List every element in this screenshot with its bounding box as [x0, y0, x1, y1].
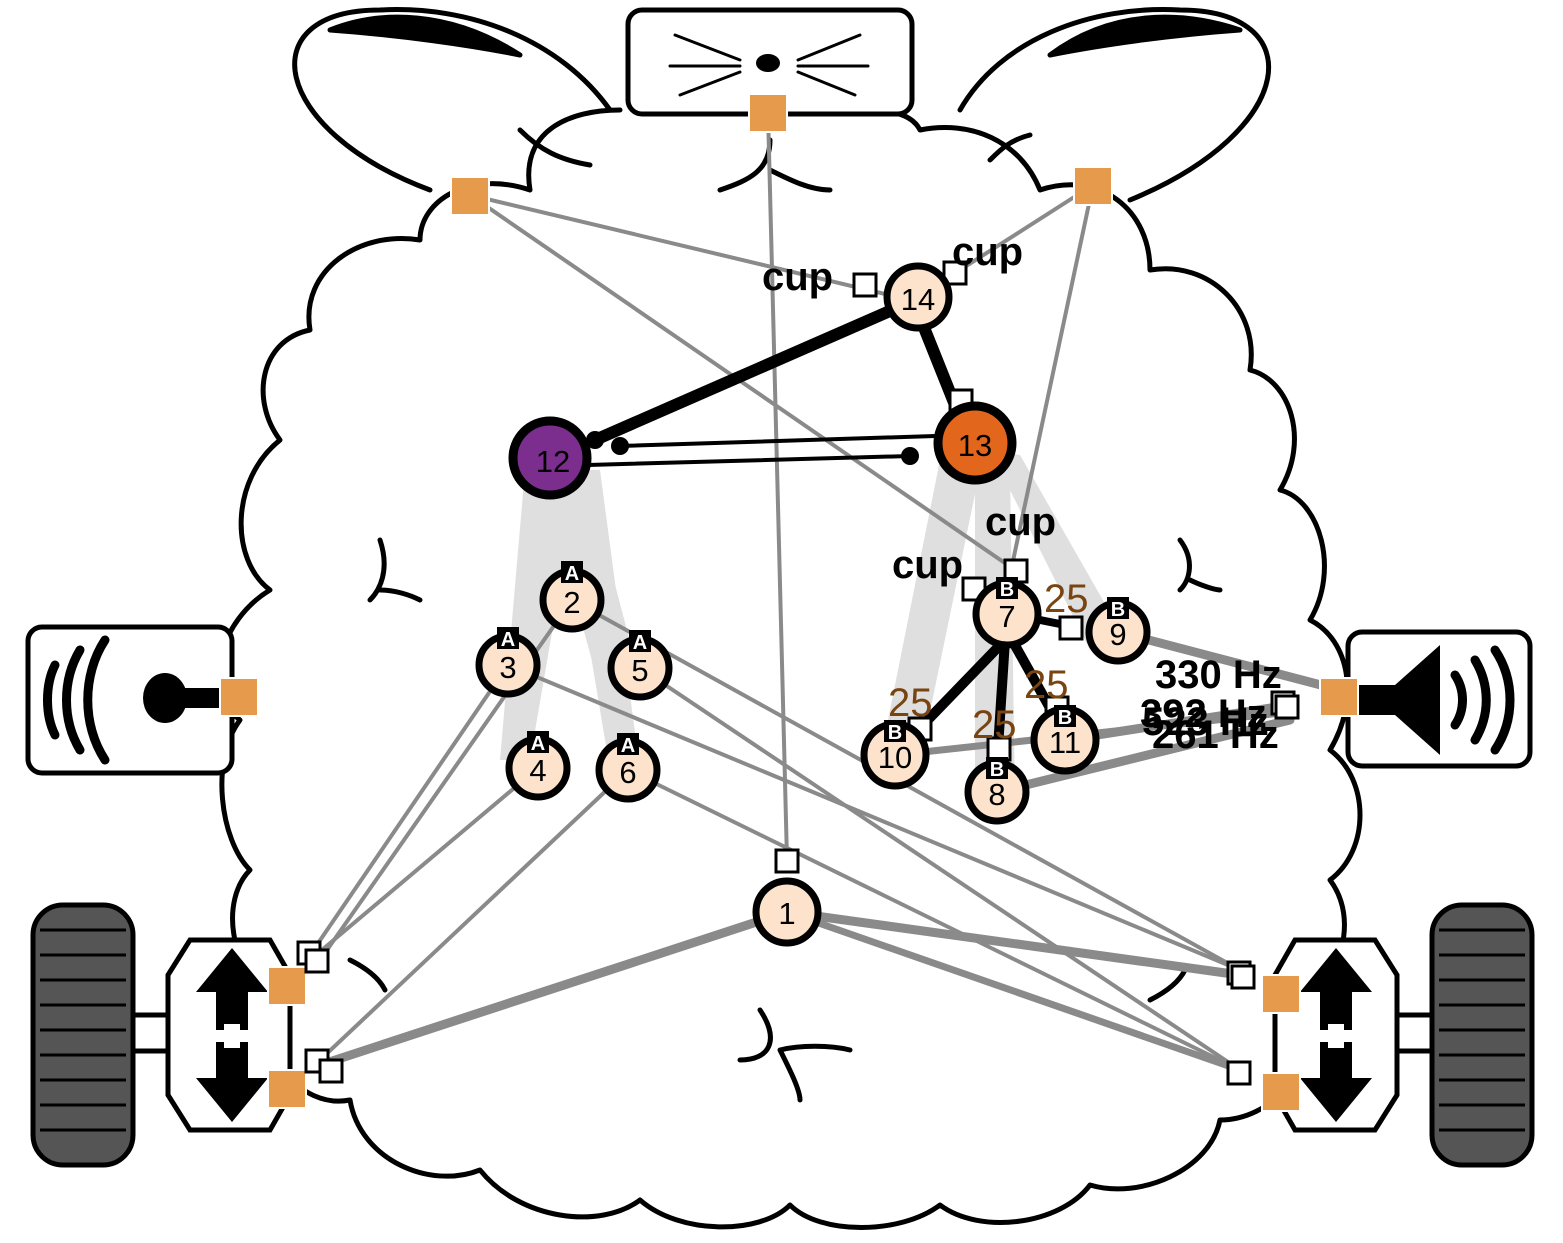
neuron-3: 3 A [475, 627, 541, 698]
cup-label: cup [762, 255, 833, 299]
synapse-weights: 25 25 25 25 [888, 577, 1089, 747]
port-right-motor-up [1261, 974, 1301, 1014]
neuron-label: 9 [1109, 617, 1126, 652]
neuron-1: 1 [752, 877, 822, 947]
neuron-label: 4 [529, 753, 546, 788]
port-microphone [219, 677, 259, 717]
neuron-tag: A [501, 629, 515, 651]
gray-connections [308, 110, 1345, 1074]
neuron-label: 10 [878, 740, 912, 775]
neuron-11: 11 B [1030, 705, 1100, 775]
neuron-tag: A [621, 735, 635, 757]
port-left-motor-down [267, 1069, 307, 1109]
frequency-label: 261 Hz [1152, 713, 1279, 757]
neuron-label: 1 [778, 896, 795, 931]
nose-sensor-icon [625, 7, 915, 117]
brain-outline [216, 7, 1363, 1230]
frequency-label: 523 Hz [1142, 700, 1269, 744]
neuron-label: 7 [998, 599, 1015, 634]
left-motor-icon [30, 902, 293, 1168]
neuron-7: 7 B [972, 577, 1042, 649]
neuron-10: 10 B [860, 720, 930, 790]
port-right-top [1073, 166, 1113, 206]
ports [219, 93, 1359, 1112]
neuron-tag: A [531, 733, 545, 755]
neuron-tag: B [990, 759, 1004, 781]
neuron-6: 6 A [595, 733, 661, 803]
speaker-icon [1345, 629, 1533, 769]
neuron-tag: B [1111, 599, 1125, 621]
weight-label: 25 [1024, 663, 1069, 707]
neuron-label: 14 [901, 282, 935, 317]
neuron-2: 2 A [539, 561, 605, 633]
weight-label: 25 [972, 703, 1017, 747]
port-speaker [1319, 677, 1359, 717]
port-left-motor-up [267, 966, 307, 1006]
port-left-top [450, 176, 490, 216]
microphone-icon [25, 624, 235, 776]
neuron-tag: A [633, 632, 647, 654]
port-nose [748, 93, 788, 133]
right-motor-icon [1272, 902, 1535, 1168]
neuron-label: 6 [619, 755, 636, 790]
neuron-label: 13 [958, 428, 992, 463]
neuron-label: 12 [536, 444, 570, 479]
neuron-5: 5 A [607, 630, 673, 701]
neuron-label: 3 [499, 650, 516, 685]
neuron-tag: B [1058, 707, 1072, 729]
neuron-tag: B [1000, 579, 1014, 601]
weight-label: 25 [888, 681, 933, 725]
frequency-labels: 330 Hz 392 Hz 523 Hz 261 Hz [1140, 653, 1282, 757]
synapse-dots [586, 431, 919, 465]
cup-labels: cup cup cup cup [762, 230, 1056, 587]
port-right-motor-down [1261, 1072, 1301, 1112]
neuron-9: 9 B [1085, 597, 1151, 665]
neuron-label: 8 [988, 777, 1005, 812]
neuron-label: 11 [1049, 725, 1081, 760]
frequency-label: 330 Hz [1155, 653, 1282, 697]
cup-label: cup [892, 543, 963, 587]
weight-label: 25 [1044, 577, 1089, 621]
cup-label: cup [952, 230, 1023, 274]
synapse-boxes [296, 260, 1300, 1086]
cup-label: cup [985, 500, 1056, 544]
neuron-12: 12 [508, 416, 592, 500]
neuron-tag: A [565, 563, 579, 585]
neuron-label: 2 [563, 585, 580, 620]
neuron-4: 4 A [505, 731, 571, 801]
frequency-label: 392 Hz [1140, 692, 1267, 736]
neuron-tag: B [888, 722, 902, 744]
strong-connections [586, 294, 1074, 753]
neuron-label: 5 [631, 653, 648, 688]
neuron-13: 13 [933, 401, 1017, 485]
neuron-8: 8 B [964, 757, 1030, 825]
neuron-14: 14 [883, 262, 953, 332]
